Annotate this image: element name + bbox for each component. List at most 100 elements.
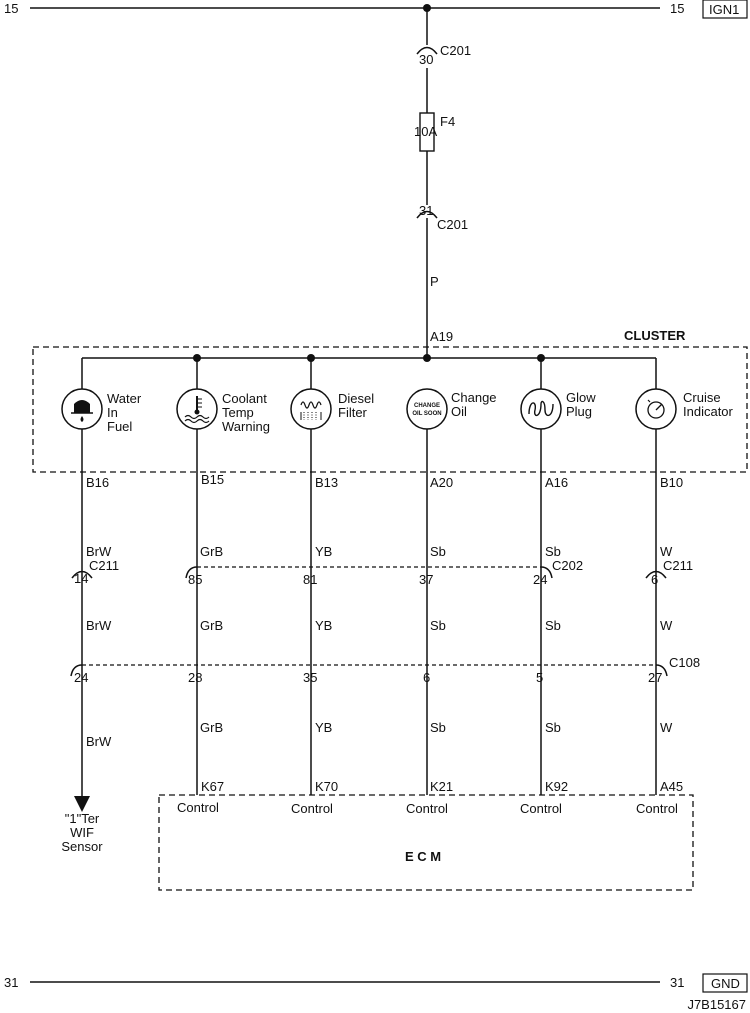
c108-pin: 5 [536, 670, 543, 685]
wire-color: BrW [86, 544, 112, 559]
change-oil-icon-text: OIL SOON [412, 411, 441, 417]
cluster-pin: B10 [660, 475, 683, 490]
wire-color: BrW [86, 618, 112, 633]
wif-sensor-label: Sensor [61, 839, 103, 854]
ecm-control-label: Control [291, 801, 333, 816]
fuse-name: F4 [440, 114, 455, 129]
bus-top-left-label: 15 [4, 1, 18, 16]
ecm-control-label: Control [177, 800, 219, 815]
indicator-lamp [406, 388, 448, 430]
c211-connector [645, 570, 667, 579]
ecm-control-label: Control [636, 801, 678, 816]
wire-color: Sb [545, 618, 561, 633]
figure-id: J7B15167 [687, 997, 746, 1012]
connector-pin: 37 [419, 572, 433, 587]
c108-pin: 24 [74, 670, 88, 685]
sensor-arrow [74, 796, 90, 812]
wire-color: Sb [430, 544, 446, 559]
coolant-temp-icon [184, 396, 210, 424]
c108-pin: 27 [648, 670, 662, 685]
fuse-rating: 10A [414, 124, 437, 139]
ecm-box [158, 794, 694, 891]
cluster-box [32, 346, 748, 473]
wire-color: GrB [200, 618, 223, 633]
ign1-tag: IGN1 [709, 2, 739, 17]
indicator-label-line: Plug [566, 404, 592, 419]
indicator-label-line: Change [451, 390, 497, 405]
column-change-oil: CHANGE OIL SOON Change Oil A20 Sb 37 Sb … [406, 388, 497, 816]
wire-color: Sb [545, 544, 561, 559]
wire-color: GrB [200, 720, 223, 735]
gnd-tag-box [702, 973, 748, 993]
ign1-tag-box [702, 0, 748, 19]
c201-lower-pin: 31 [419, 203, 433, 218]
wire-color: YB [315, 720, 332, 735]
cluster-pin: B15 [201, 472, 224, 487]
c202-connector: C202 [185, 558, 583, 579]
wif-sensor-label: WIF [70, 825, 94, 840]
c201-upper-connector [416, 46, 438, 55]
column-coolant-temp-warning: Coolant Temp Warning B15 GrB 85 GrB 28 G… [176, 358, 270, 815]
indicator-label-line: Diesel [338, 391, 374, 406]
c108-connector: C108 [70, 655, 700, 677]
connector-pin: 6 [651, 572, 658, 587]
change-oil-icon: CHANGE OIL SOON [412, 403, 441, 417]
cluster-pin: A16 [545, 475, 568, 490]
indicator-label-line: Indicator [683, 404, 734, 419]
c201-lower-name: C201 [437, 217, 468, 232]
ecm-pin: K92 [545, 779, 568, 794]
wire-color: Sb [430, 618, 446, 633]
indicator-label-line: Glow [566, 390, 596, 405]
c202-name: C202 [552, 558, 583, 573]
indicator-label-line: Cruise [683, 390, 721, 405]
indicator-label-line: Water [107, 391, 142, 406]
c201-lower-connector [416, 210, 438, 219]
wire-color: BrW [86, 734, 112, 749]
column-cruise-indicator: Cruise Indicator B10 W 6 C211 W 27 W A45… [635, 358, 734, 816]
c201-upper-name: C201 [440, 43, 471, 58]
bus-top-right-label: 15 [670, 1, 684, 16]
column-water-in-fuel: Water In Fuel B16 BrW 14 C211 BrW 24 BrW [61, 358, 142, 812]
c108-pin: 28 [188, 670, 202, 685]
c211-right-name: C211 [663, 558, 693, 573]
wif-sensor-label: "1"Ter [65, 811, 100, 826]
indicator-label-line: Filter [338, 405, 368, 420]
feed-wire-color: P [430, 274, 439, 289]
connector-pin: 24 [533, 572, 547, 587]
c108-pin: 35 [303, 670, 317, 685]
bus-bottom-right-label: 31 [670, 975, 684, 990]
wire-color: W [660, 720, 673, 735]
cluster-pin: B16 [86, 475, 109, 490]
c108-name: C108 [669, 655, 700, 670]
change-oil-icon-text: CHANGE [414, 403, 440, 409]
wire-color: Sb [545, 720, 561, 735]
indicator-label-line: Coolant [222, 391, 267, 406]
ecm-control-label: Control [406, 801, 448, 816]
indicator-label-line: Warning [222, 419, 270, 434]
connector-pin: 81 [303, 572, 317, 587]
glow-plug-icon [528, 400, 554, 417]
c211-left-name: C211 [89, 558, 119, 573]
c211-connector [71, 570, 93, 579]
ecm-control-label: Control [520, 801, 562, 816]
c108-pin: 6 [423, 670, 430, 685]
ecm-title: E C M [405, 849, 441, 864]
wire-color: W [660, 618, 673, 633]
connector-pin: 85 [188, 572, 202, 587]
indicator-lamp [635, 388, 677, 430]
wire-color: Sb [430, 720, 446, 735]
wire-color: YB [315, 544, 332, 559]
cluster-feed-pin: A19 [430, 329, 453, 344]
cluster-pin: B13 [315, 475, 338, 490]
cluster-title: CLUSTER [624, 328, 686, 343]
connector-pin: 14 [74, 571, 88, 586]
indicator-label-line: Temp [222, 405, 254, 420]
indicator-lamp [290, 388, 332, 430]
wire-color: YB [315, 618, 332, 633]
bus-bottom-left-label: 31 [4, 975, 18, 990]
ecm-pin: K67 [201, 779, 224, 794]
cruise-indicator-icon [647, 399, 665, 419]
splice-dot [423, 354, 431, 362]
indicator-label-line: Fuel [107, 419, 132, 434]
